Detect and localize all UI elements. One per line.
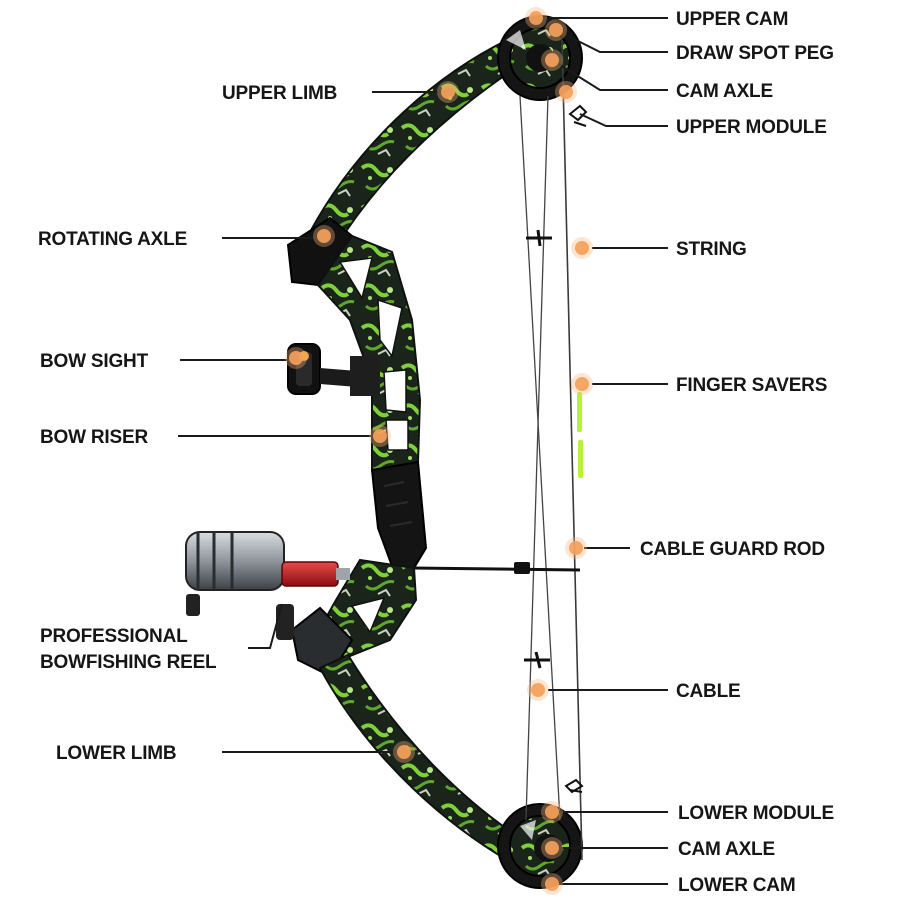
marker-cable-guard-rod	[569, 541, 583, 555]
label-cam-axle-upper: CAM AXLE	[676, 81, 773, 102]
marker-bow-sight	[289, 351, 303, 365]
finger-saver-bottom	[578, 440, 583, 478]
lower-cam-assembly	[497, 803, 583, 889]
marker-upper-cam	[529, 11, 543, 25]
grip	[370, 460, 428, 570]
label-upper-module: UPPER MODULE	[676, 117, 827, 138]
label-rotating-axle: ROTATING AXLE	[38, 229, 187, 250]
string-and-cables	[514, 39, 588, 861]
label-lower-limb: LOWER LIMB	[56, 743, 176, 764]
marker-bow-riser	[373, 429, 387, 443]
marker-string	[575, 241, 589, 255]
bow-string	[561, 39, 583, 861]
marker-finger-savers	[575, 377, 589, 391]
marker-upper-limb	[441, 85, 455, 99]
marker-lower-limb	[397, 745, 411, 759]
label-reel-line1: PROFESSIONAL	[40, 626, 188, 647]
cable-a	[519, 95, 561, 821]
bow-sight-shape	[287, 343, 380, 396]
marker-rotating-axle	[317, 229, 331, 243]
label-bow-riser: BOW RISER	[40, 427, 148, 448]
marker-upper-module	[559, 85, 573, 99]
label-lower-module: LOWER MODULE	[678, 803, 834, 824]
finger-saver-top	[577, 392, 582, 432]
label-upper-cam: UPPER CAM	[676, 9, 788, 30]
reel-shape	[185, 531, 350, 640]
upper-cam-assembly	[497, 15, 583, 101]
cable-guard-rod-shape	[411, 566, 581, 572]
label-cable: CABLE	[676, 681, 740, 702]
leader-lines	[178, 17, 668, 885]
label-finger-savers: FINGER SAVERS	[676, 375, 827, 396]
lower-module-shape	[564, 778, 584, 794]
marker-cable	[531, 683, 545, 697]
marker-cam-axle-upper	[545, 53, 559, 67]
upper-module-shape	[568, 104, 588, 127]
cable-b	[525, 95, 549, 821]
label-cable-guard-rod: CABLE GUARD ROD	[640, 539, 825, 560]
marker-lower-cam	[545, 877, 559, 891]
label-lower-cam: LOWER CAM	[678, 875, 795, 896]
label-draw-spot-peg: DRAW SPOT PEG	[676, 43, 834, 64]
label-bow-sight: BOW SIGHT	[40, 351, 149, 372]
label-cam-axle-lower: CAM AXLE	[678, 839, 775, 860]
marker-lower-module	[545, 805, 559, 819]
label-string: STRING	[676, 239, 747, 260]
bow-body	[286, 32, 542, 872]
marker-draw-spot-peg	[549, 23, 563, 37]
marker-dots	[285, 7, 593, 895]
label-upper-limb: UPPER LIMB	[222, 83, 337, 104]
label-reel-line2: BOWFISHING REEL	[40, 652, 217, 673]
marker-cam-axle-lower	[545, 841, 559, 855]
labels: UPPER CAM DRAW SPOT PEG CAM AXLE UPPER M…	[38, 9, 834, 896]
